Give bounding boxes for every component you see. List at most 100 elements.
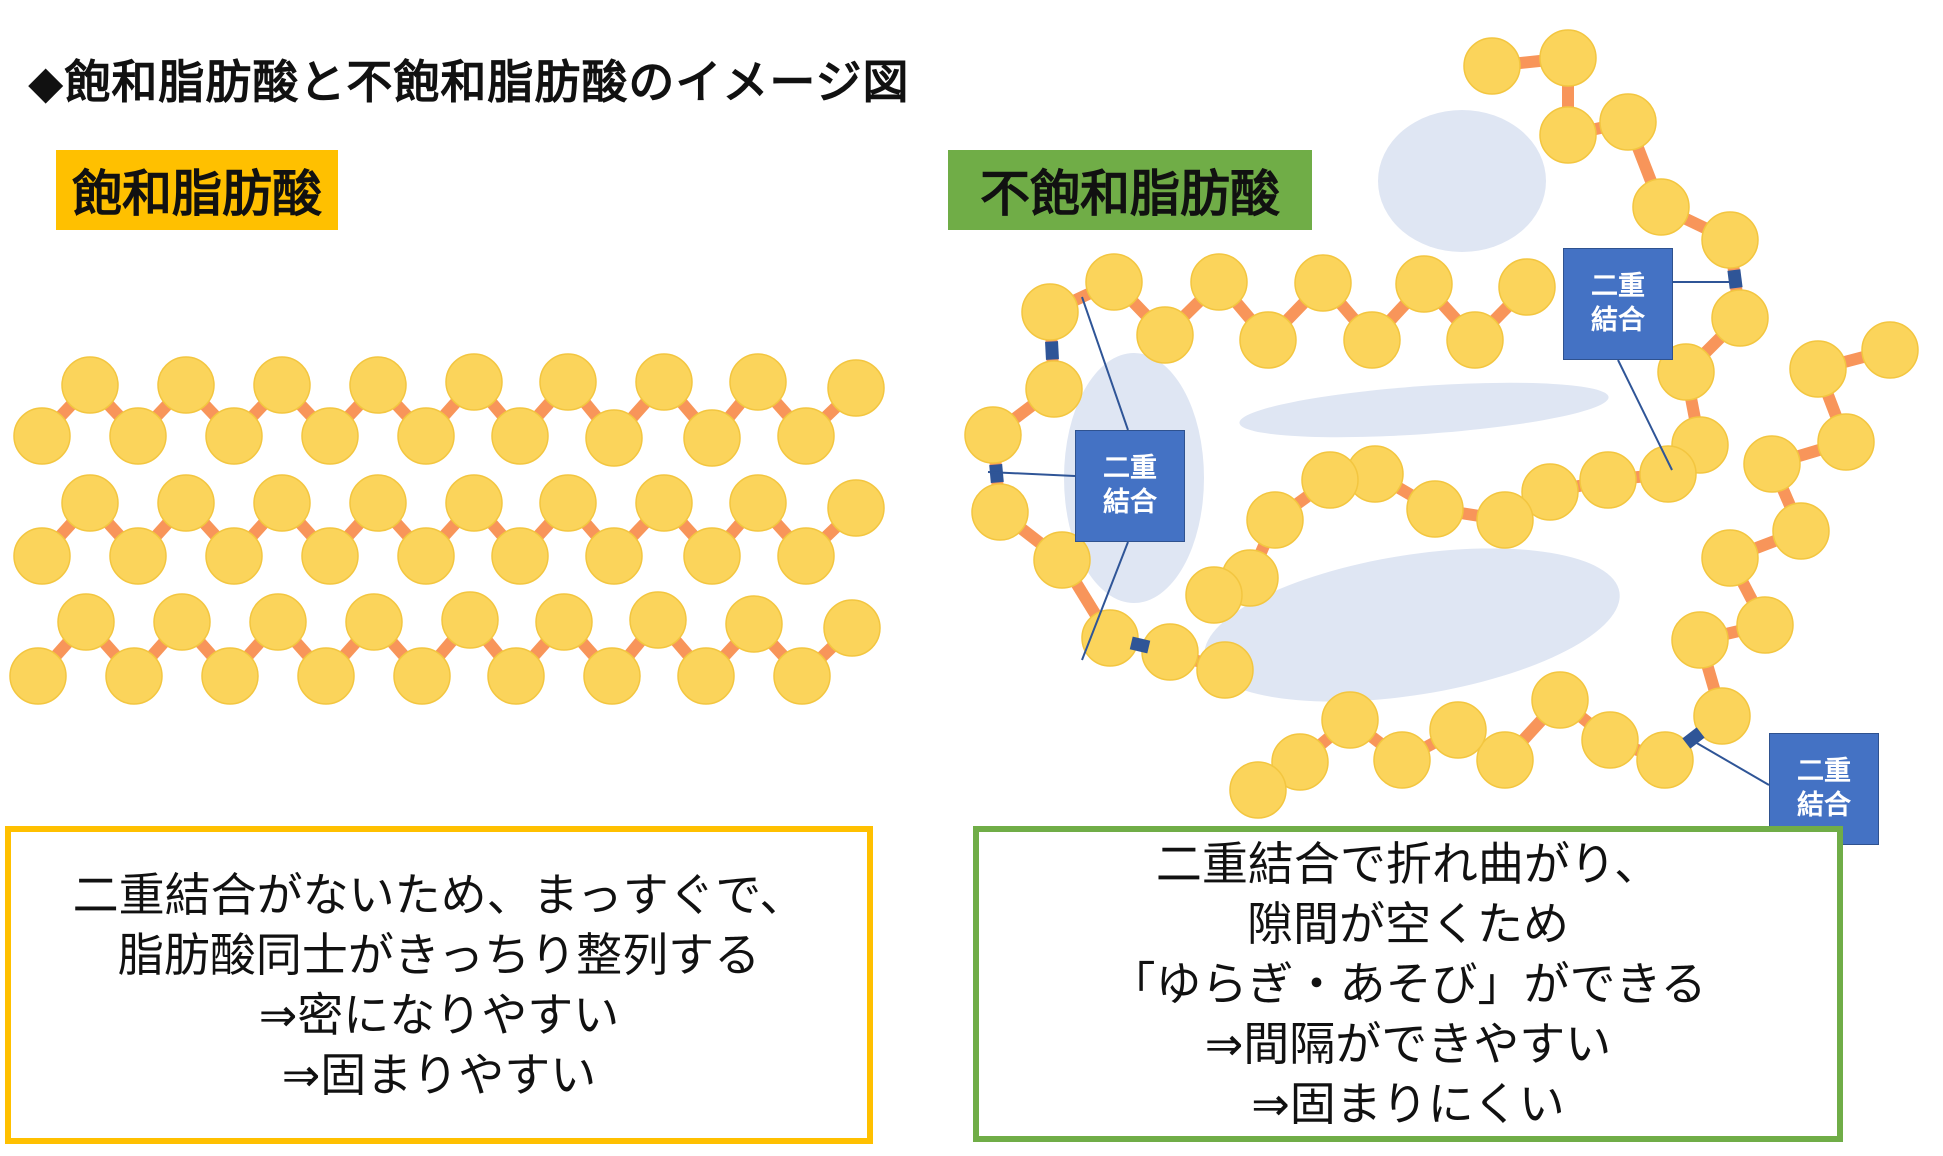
carbon-atom bbox=[1271, 733, 1329, 791]
carbon-atom bbox=[61, 356, 119, 414]
description-line: ⇒固まりにくい bbox=[1251, 1077, 1565, 1131]
carbon-atom bbox=[964, 406, 1022, 464]
carbon-atom bbox=[1395, 255, 1453, 313]
unsaturated-description-box: 二重結合で折れ曲がり、 隙間が空くため 「ゆらぎ・あそび」ができる ⇒間隔ができ… bbox=[973, 826, 1843, 1142]
carbon-atom bbox=[1581, 711, 1639, 769]
carbon-atom bbox=[1498, 258, 1556, 316]
carbon-atom bbox=[1446, 311, 1504, 369]
double-bond bbox=[1045, 341, 1059, 360]
callout-line1: 二重 bbox=[1103, 453, 1157, 484]
callout-leader-lines bbox=[987, 269, 1770, 786]
carbon-atom bbox=[777, 527, 835, 585]
carbon-atom bbox=[971, 483, 1029, 541]
carbon-atom bbox=[1636, 731, 1694, 789]
carbon-atom bbox=[1301, 451, 1359, 509]
carbon-atom bbox=[1521, 463, 1579, 521]
carbon-atom bbox=[1229, 761, 1287, 819]
carbon-atom bbox=[539, 353, 597, 411]
carbon-atom bbox=[297, 647, 355, 705]
carbon-atom bbox=[1701, 529, 1759, 587]
carbon-atom bbox=[1861, 321, 1919, 379]
carbon-atom bbox=[535, 593, 593, 651]
description-line: ⇒固まりやすい bbox=[281, 1048, 597, 1102]
carbon-atom bbox=[301, 407, 359, 465]
carbon-atom bbox=[1671, 611, 1729, 669]
carbon-atom bbox=[1743, 435, 1801, 493]
carbon-atom bbox=[823, 599, 881, 657]
double-bond bbox=[989, 463, 1004, 484]
carbon-atom bbox=[1294, 254, 1352, 312]
callout-line1: 二重 bbox=[1591, 271, 1645, 302]
gap-ellipse bbox=[1204, 548, 1620, 702]
carbon-atom bbox=[345, 593, 403, 651]
callout-line2: 結合 bbox=[1103, 487, 1157, 518]
carbon-atom bbox=[725, 595, 783, 653]
double-bond-callout-top-right: 二重 結合 bbox=[1563, 248, 1673, 360]
carbon-atom bbox=[1463, 37, 1521, 95]
carbon-atom bbox=[677, 647, 735, 705]
carbon-atom bbox=[1476, 491, 1534, 549]
carbon-atom bbox=[201, 647, 259, 705]
carbon-atom bbox=[253, 474, 311, 532]
carbon-atom bbox=[9, 647, 67, 705]
description-line: 二重結合で折れ曲がり、 bbox=[1155, 837, 1661, 891]
carbon-atom bbox=[1406, 480, 1464, 538]
carbon-atom bbox=[539, 474, 597, 532]
leader-line bbox=[1617, 359, 1673, 471]
carbon-atom bbox=[1136, 306, 1194, 364]
carbon-atom bbox=[635, 353, 693, 411]
carbon-atom bbox=[157, 474, 215, 532]
carbon-atom bbox=[773, 647, 831, 705]
carbon-atom bbox=[253, 356, 311, 414]
carbon-atom bbox=[1632, 178, 1690, 236]
carbon-atom bbox=[109, 527, 167, 585]
carbon-atom bbox=[1736, 596, 1794, 654]
carbon-atom bbox=[1639, 445, 1697, 503]
carbon-atom bbox=[1239, 311, 1297, 369]
carbon-atom bbox=[153, 593, 211, 651]
carbon-atom bbox=[349, 356, 407, 414]
unsaturated-label: 不飽和脂肪酸 bbox=[948, 150, 1312, 230]
carbon-atom bbox=[1701, 211, 1759, 269]
carbon-atom bbox=[301, 527, 359, 585]
carbon-atoms bbox=[9, 29, 1919, 819]
description-line: ⇒間隔ができやすい bbox=[1204, 1017, 1612, 1071]
carbon-atom bbox=[61, 474, 119, 532]
leader-line bbox=[1081, 541, 1129, 661]
carbon-atom bbox=[827, 479, 885, 537]
carbon-atom bbox=[13, 527, 71, 585]
carbon-atom bbox=[729, 353, 787, 411]
callout-line1: 二重 bbox=[1797, 756, 1851, 787]
carbon-atom bbox=[445, 474, 503, 532]
carbon-atom bbox=[445, 353, 503, 411]
carbon-atom bbox=[1429, 701, 1487, 759]
saturated-description-box: 二重結合がないため、まっすぐで、 脂肪酸同士がきっちり整列する ⇒密になりやすい… bbox=[5, 826, 873, 1144]
carbon-atom bbox=[729, 474, 787, 532]
carbon-atom bbox=[109, 407, 167, 465]
carbon-atom bbox=[105, 647, 163, 705]
carbon-atom bbox=[1190, 253, 1248, 311]
carbon-atom bbox=[585, 527, 643, 585]
description-line: 隙間が空くため bbox=[1247, 897, 1569, 951]
carbon-atom bbox=[1579, 451, 1637, 509]
description-line: ⇒密になりやすい bbox=[258, 988, 620, 1042]
carbon-atom bbox=[349, 474, 407, 532]
carbon-atom bbox=[1085, 253, 1143, 311]
saturated-label: 飽和脂肪酸 bbox=[56, 150, 338, 230]
carbon-atom bbox=[1025, 360, 1083, 418]
carbon-atom bbox=[491, 407, 549, 465]
carbon-atom bbox=[583, 647, 641, 705]
callout-line2: 結合 bbox=[1797, 790, 1851, 821]
carbon-atom bbox=[441, 591, 499, 649]
carbon-atom bbox=[1373, 731, 1431, 789]
leader-line bbox=[987, 471, 1076, 477]
carbon-atom bbox=[683, 527, 741, 585]
carbon-atom bbox=[397, 407, 455, 465]
carbon-atom bbox=[1772, 502, 1830, 560]
callout-line2: 結合 bbox=[1591, 305, 1645, 336]
carbon-atom bbox=[1693, 687, 1751, 745]
carbon-atom bbox=[1539, 106, 1597, 164]
page-title: ◆飽和脂肪酸と不飽和脂肪酸のイメージ図 bbox=[28, 55, 910, 109]
leader-line bbox=[1694, 741, 1770, 786]
description-line: 「ゆらぎ・あそび」ができる bbox=[1109, 957, 1707, 1011]
